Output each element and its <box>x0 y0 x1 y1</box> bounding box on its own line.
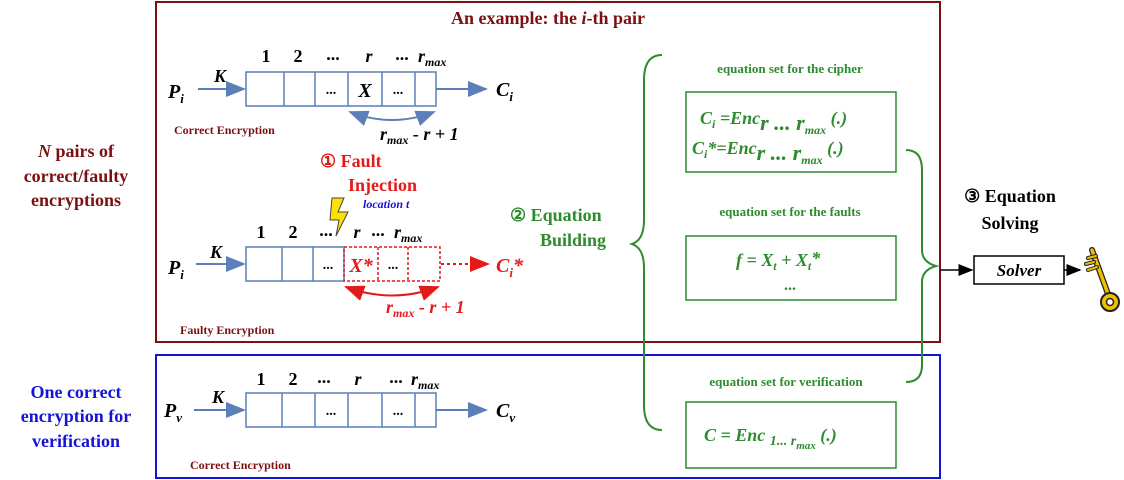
svg-text:Ci*=Encr ... rmax (.): Ci*=Encr ... rmax (.) <box>692 138 844 167</box>
svg-text:...: ... <box>319 220 333 240</box>
svg-text:...: ... <box>323 258 334 273</box>
verification-box <box>155 354 941 479</box>
verification-encryption-label: Correct Encryption <box>190 458 291 472</box>
svg-text:encryptions: encryptions <box>31 190 121 210</box>
svg-text:One correct: One correct <box>30 382 121 402</box>
svg-text:K: K <box>211 387 226 407</box>
svg-text:1: 1 <box>257 369 266 389</box>
svg-text:verification: verification <box>32 431 120 451</box>
left-brace <box>628 54 663 431</box>
eq-cipher-box <box>685 91 897 173</box>
eq-faults-box <box>685 235 897 301</box>
svg-text:rmax: rmax <box>418 46 446 69</box>
svg-text:③ Equation: ③ Equation <box>964 186 1056 206</box>
eq-cipher-title: equation set for the cipher <box>717 61 863 76</box>
svg-text:Solving: Solving <box>981 213 1038 233</box>
eq-verif-title: equation set for verification <box>709 374 863 389</box>
key-k: K <box>213 66 228 86</box>
example-title: An example: the i-th pair <box>451 8 645 28</box>
svg-text:...: ... <box>326 44 340 64</box>
ciphertext-cv: Cv <box>496 400 515 425</box>
svg-text:...: ... <box>784 277 796 294</box>
eq-verif-box <box>685 401 897 469</box>
faulty-encryption-label: Faulty Encryption <box>180 323 275 337</box>
span-label-faulty: rmax - r + 1 <box>386 297 465 320</box>
svg-text:1: 1 <box>262 46 271 66</box>
equation-building-label: ② Equation Building <box>510 205 606 250</box>
svg-text:encryption for: encryption for <box>21 406 131 426</box>
cell-xstar: X* <box>348 255 373 277</box>
svg-text:② Equation: ② Equation <box>510 205 602 225</box>
solver-box <box>973 255 1065 285</box>
round-numbers-top: 1 2 ... r ... rmax <box>262 44 447 69</box>
svg-text:...: ... <box>389 367 403 387</box>
example-box <box>155 1 941 343</box>
solver-label: Solver <box>997 261 1042 280</box>
svg-text:Injection: Injection <box>348 175 417 195</box>
equation-solving-label: ③ Equation Solving <box>964 186 1056 233</box>
fault-step: ① Fault <box>320 151 382 171</box>
svg-text:Ci =Encr ... rmax (.): Ci =Encr ... rmax (.) <box>700 108 847 137</box>
svg-text:r: r <box>365 46 373 66</box>
n-pairs-label: N pairs of correct/faulty encryptions <box>24 141 129 210</box>
round-numbers-faulty: 1 2 ... r ... rmax <box>257 220 423 245</box>
svg-text:1: 1 <box>257 222 266 242</box>
svg-text:r: r <box>353 222 361 242</box>
fault-injection: ① Fault Injection location t <box>320 151 417 237</box>
ciphertext-ci: Ci <box>496 79 513 104</box>
plaintext-pv: Pv <box>163 400 182 425</box>
key-icon <box>1084 247 1120 312</box>
plaintext-pi-faulty: Pi <box>167 257 184 282</box>
correct-encryption-label: Correct Encryption <box>174 123 275 137</box>
cell-row-correct <box>245 71 437 107</box>
svg-text:...: ... <box>326 404 337 419</box>
svg-text:r: r <box>354 369 362 389</box>
faulty-encryption-row: 1 2 ... r ... rmax Pi K ... X* ... Ci* r… <box>167 220 524 337</box>
eq-verif-line: C = Enc 1... rmax (.) <box>704 425 837 452</box>
eq-cipher-lines: Ci =Encr ... rmax (.) Ci*=Encr ... rmax … <box>692 108 847 167</box>
svg-text:2: 2 <box>289 369 298 389</box>
svg-text:2: 2 <box>294 46 303 66</box>
svg-text:...: ... <box>393 83 404 98</box>
svg-text:correct/faulty: correct/faulty <box>24 166 129 186</box>
svg-text:...: ... <box>388 258 399 273</box>
svg-text:...: ... <box>317 367 331 387</box>
svg-text:...: ... <box>371 220 385 240</box>
span-label-correct: rmax - r + 1 <box>380 124 459 147</box>
svg-text:f = Xt + Xt*: f = Xt + Xt* <box>736 248 821 273</box>
lightning-icon <box>329 197 349 237</box>
svg-text:2: 2 <box>289 222 298 242</box>
svg-text:location t: location t <box>363 197 410 211</box>
plaintext-pi: Pi <box>167 81 184 106</box>
right-brace <box>905 149 940 383</box>
svg-text:N pairs of: N pairs of <box>37 141 115 161</box>
svg-text:Building: Building <box>540 230 606 250</box>
svg-text:...: ... <box>393 404 404 419</box>
svg-text:rmax: rmax <box>394 222 422 245</box>
eq-faults-lines: f = Xt + Xt* ... <box>736 248 821 294</box>
svg-text:K: K <box>209 242 224 262</box>
eq-faults-title: equation set for the faults <box>719 204 860 219</box>
svg-text:...: ... <box>395 44 409 64</box>
verification-encryption-row: 1 2 ... r ... rmax Pv K ... ... Cv Corre… <box>163 367 515 472</box>
verification-label: One correct encryption for verification <box>21 382 131 451</box>
ciphertext-ci-star: Ci* <box>496 255 524 280</box>
correct-encryption-row: 1 2 ... r ... rmax Pi K ... X ... Ci rma… <box>167 44 513 147</box>
cell-x: X <box>357 80 372 102</box>
svg-text:...: ... <box>326 83 337 98</box>
svg-text:rmax: rmax <box>411 369 439 392</box>
